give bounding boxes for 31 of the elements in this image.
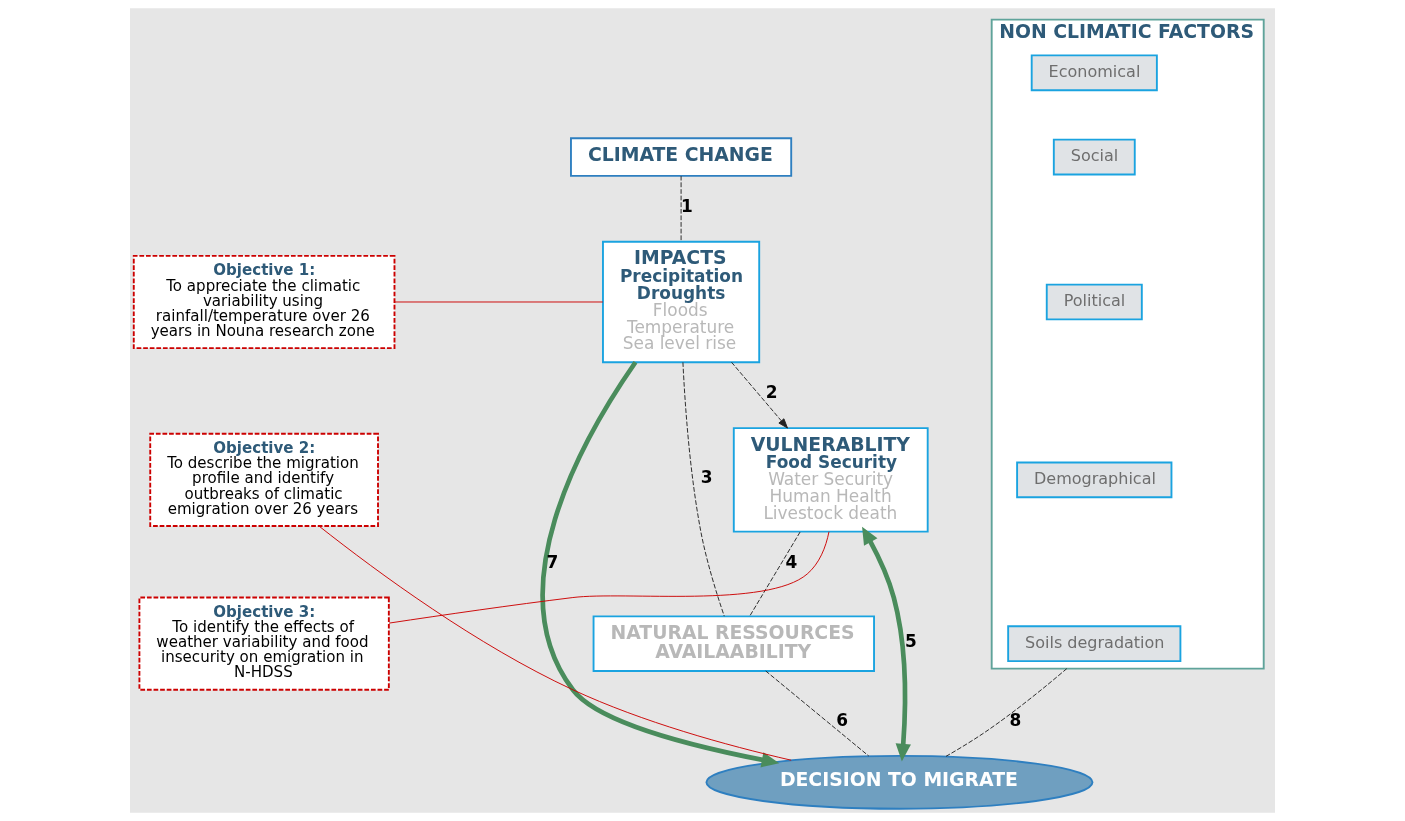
node-box: Demographical bbox=[1016, 461, 1173, 499]
arrow bbox=[540, 360, 780, 768]
edge-label: 4 bbox=[785, 551, 798, 572]
edge-label: 3 bbox=[700, 467, 713, 488]
connector bbox=[394, 301, 604, 303]
connector bbox=[749, 531, 801, 617]
edge-label: 5 bbox=[905, 630, 917, 651]
connector bbox=[682, 361, 725, 617]
node-box: Political bbox=[1045, 283, 1143, 321]
connector bbox=[945, 668, 1068, 757]
connector bbox=[388, 531, 830, 624]
edge-label: 7 bbox=[546, 551, 559, 572]
arrow bbox=[862, 526, 911, 762]
connector bbox=[680, 175, 682, 243]
node-box: Objective 3: To identify the effects of weather variability and food insecurity on emigration in N-HDSS bbox=[138, 596, 390, 691]
node-box: VULNERABLITY Food Security Water Security Human Health Livestock death bbox=[732, 427, 929, 533]
edge-label: 8 bbox=[1009, 709, 1022, 730]
node-box: Economical bbox=[1030, 54, 1158, 92]
edge-label: 1 bbox=[681, 196, 693, 217]
edge-label: 6 bbox=[836, 709, 849, 730]
connector bbox=[318, 525, 792, 761]
node-box: CLIMATE CHANGE bbox=[570, 137, 793, 177]
edge-label: 2 bbox=[765, 382, 778, 403]
node-box: Objective 1: To appreciate the climatic variability using rainfall/temperature over 26 years in Nouna research zone bbox=[132, 254, 396, 350]
node-box: Soils degradation bbox=[1007, 625, 1182, 662]
node-box: NATURAL RESSOURCES AVAILAABILITY bbox=[592, 615, 875, 672]
node-box: Social bbox=[1052, 138, 1136, 176]
node-box: IMPACTS Precipitation Droughts Floods Temperature Sea level rise bbox=[602, 240, 761, 364]
node-box: Objective 2: To describe the migration profile and identify outbreaks of climatic emigration over 26 years bbox=[149, 432, 379, 527]
connector bbox=[765, 670, 870, 757]
arrow bbox=[731, 361, 788, 429]
